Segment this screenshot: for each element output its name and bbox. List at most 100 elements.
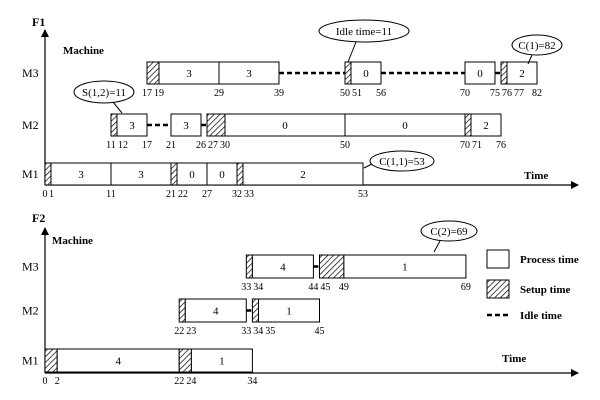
- time-tick: 50: [340, 140, 350, 151]
- legend: Process time Setup time Idle time: [486, 249, 579, 322]
- process-block: [506, 61, 538, 85]
- job-label: 0: [219, 169, 225, 181]
- time-tick: 26: [196, 140, 206, 151]
- job-label: 2: [483, 120, 489, 132]
- time-tick: 39: [274, 88, 284, 99]
- time-tick: 34: [253, 282, 263, 293]
- time-tick: 77: [514, 88, 524, 99]
- time-tick: 22: [174, 326, 184, 337]
- job-label: 0: [402, 120, 408, 132]
- legend-idle-label: Idle time: [520, 310, 562, 322]
- time-tick: 53: [358, 189, 368, 200]
- time-tick: 35: [265, 326, 275, 337]
- time-tick: 27: [202, 189, 212, 200]
- job-label: 0: [363, 68, 369, 80]
- time-tick: 71: [472, 140, 482, 151]
- setup-block: [464, 113, 472, 137]
- time-tick: 34: [247, 376, 257, 387]
- job-label: 4: [280, 262, 286, 274]
- job-label: 3: [78, 169, 84, 181]
- job-label: 2: [519, 68, 525, 80]
- setup-block: [178, 298, 186, 323]
- time-tick: 33: [244, 189, 254, 200]
- time-tick: 69: [461, 282, 471, 293]
- time-tick: 56: [376, 88, 386, 99]
- time-tick: 0: [43, 376, 48, 387]
- job-label: 0: [282, 120, 288, 132]
- job-label: 1: [219, 356, 225, 368]
- time-tick: 21: [166, 189, 176, 200]
- time-tick: 0: [43, 189, 48, 200]
- f2-time-axis-label: Time: [502, 353, 526, 365]
- time-tick: 1: [49, 189, 54, 200]
- setup-block: [236, 162, 244, 186]
- job-label: 4: [213, 306, 219, 318]
- time-tick: 33: [241, 326, 251, 337]
- callout-c11: C(1,1)=53: [363, 150, 435, 172]
- f2-machine-axis-label: Machine: [52, 235, 93, 247]
- machine-label: M3: [22, 66, 39, 80]
- job-label: 1: [286, 306, 292, 318]
- time-tick: 24: [186, 376, 196, 387]
- time-tick: 82: [532, 88, 542, 99]
- job-label: 3: [246, 68, 252, 80]
- legend-process-label: Process time: [520, 254, 579, 266]
- time-tick: 19: [154, 88, 164, 99]
- callout-s12-text: S(1,2)=11: [82, 87, 126, 99]
- time-tick: 34: [253, 326, 263, 337]
- time-tick: 23: [186, 326, 196, 337]
- job-label: 3: [138, 169, 144, 181]
- setup-block: [344, 61, 352, 85]
- setup-block: [245, 254, 253, 279]
- time-tick: 11: [106, 189, 116, 200]
- callout-c11-text: C(1,1)=53: [379, 156, 425, 168]
- time-tick: 70: [460, 88, 470, 99]
- f2-axes: F2 Machine Time: [32, 211, 579, 377]
- time-tick: 2: [55, 376, 60, 387]
- f2-title: F2: [32, 211, 45, 225]
- job-label: 0: [189, 169, 195, 181]
- time-tick: 21: [166, 140, 176, 151]
- callout-c2: C(2)=69: [420, 220, 478, 253]
- f1-machine-axis-label: Machine: [63, 45, 104, 57]
- setup-block: [319, 254, 345, 279]
- time-tick: 17: [142, 140, 152, 151]
- time-tick: 75: [490, 88, 500, 99]
- legend-process-swatch: [486, 249, 510, 269]
- job-label: 2: [300, 169, 306, 181]
- time-tick: 76: [502, 88, 512, 99]
- time-tick: 12: [118, 140, 128, 151]
- callout-c2-text: C(2)=69: [430, 226, 468, 238]
- setup-block: [110, 113, 118, 137]
- setup-block: [206, 113, 226, 137]
- callout-c1: C(1)=82: [511, 34, 563, 65]
- time-tick: 22: [178, 189, 188, 200]
- job-label: 1: [402, 262, 408, 274]
- setup-block: [146, 61, 160, 85]
- time-tick: 29: [214, 88, 224, 99]
- time-tick: 45: [315, 326, 325, 337]
- job-label: 3: [129, 120, 135, 132]
- job-label: 4: [115, 356, 121, 368]
- time-tick: 76: [496, 140, 506, 151]
- machine-label: M1: [22, 167, 39, 181]
- setup-block: [178, 348, 192, 373]
- f1-title: F1: [32, 15, 45, 29]
- setup-block: [44, 348, 58, 373]
- time-tick: 32: [232, 189, 242, 200]
- setup-block: [170, 162, 178, 186]
- setup-block: [44, 162, 52, 186]
- setup-block: [251, 298, 259, 323]
- callout-c1-text: C(1)=82: [518, 40, 555, 52]
- process-block: [242, 162, 364, 186]
- machine-label: M3: [22, 260, 39, 274]
- time-tick: 17: [142, 88, 152, 99]
- process-block: [190, 348, 253, 373]
